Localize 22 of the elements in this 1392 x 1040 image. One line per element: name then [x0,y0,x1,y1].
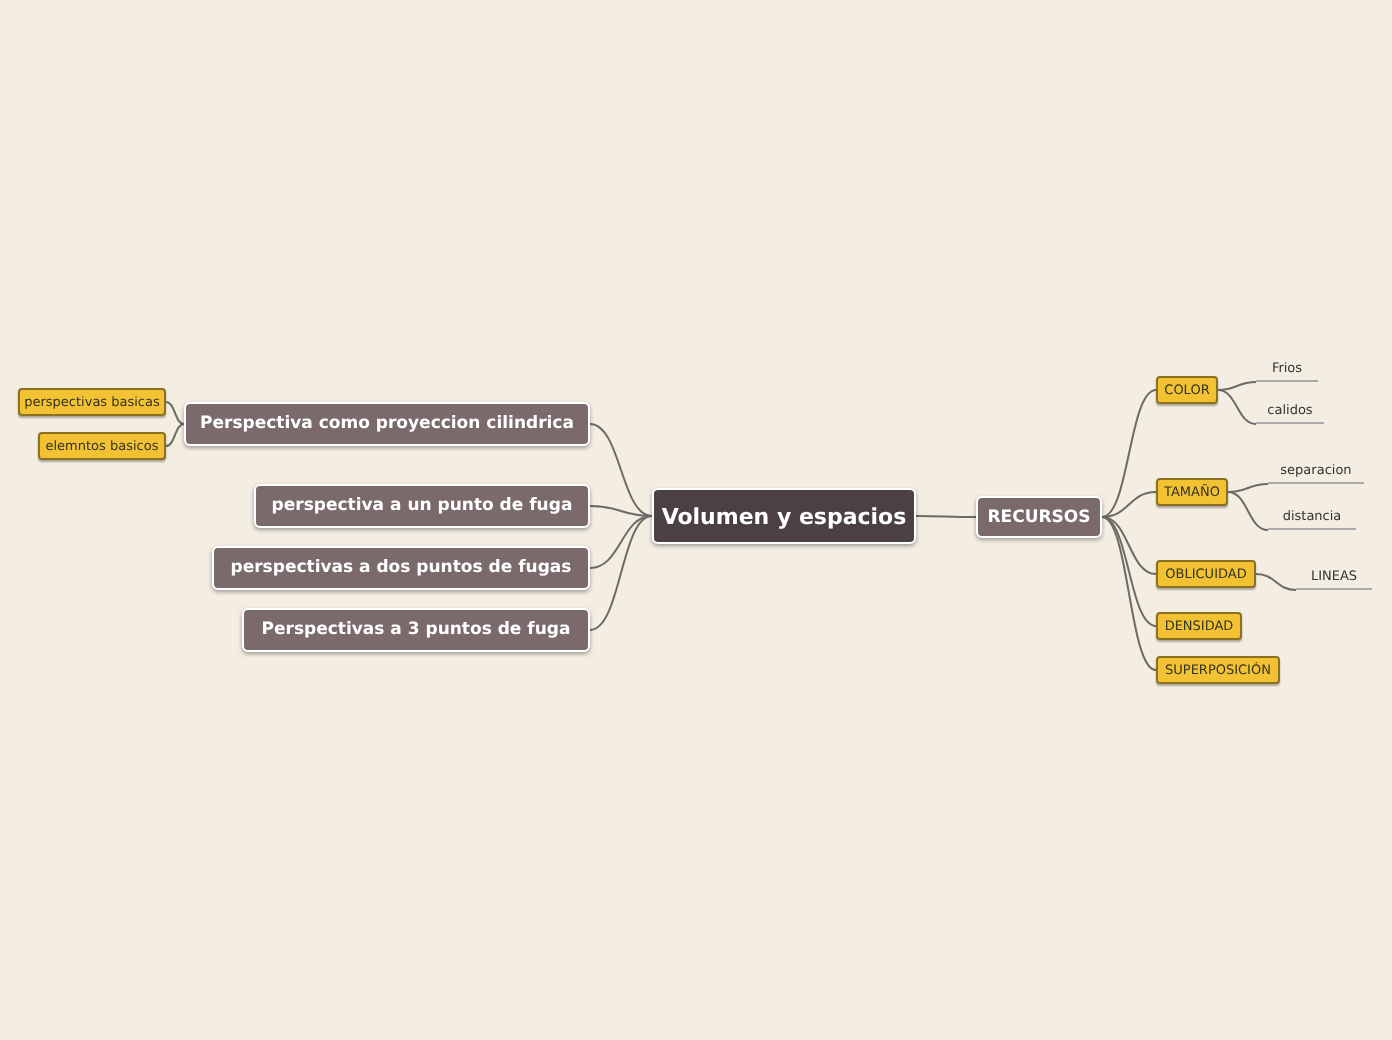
connector-line [1217,389,1257,425]
connector-line [165,423,185,447]
connector-line [1217,381,1257,391]
connector-line [1255,573,1297,591]
connector-line [589,423,653,517]
topic-box: RECURSOS [976,496,1102,538]
central-topic: Volumen y espacios [652,488,916,544]
topic-box: perspectiva a un punto de fuga [254,484,590,528]
connector-line [1101,516,1157,671]
connector-line [589,505,653,517]
connector-line [589,515,653,631]
connector-line [1227,491,1269,531]
connector-line [589,515,653,569]
connector-line [1101,491,1157,518]
connector-line [1101,389,1157,518]
connector-line [1101,516,1157,575]
connector-line [1227,483,1269,493]
connector-line [915,515,977,518]
topic-box: Perspectiva como proyeccion cilindrica [184,402,590,446]
topic-box: Perspectivas a 3 puntos de fuga [242,608,590,652]
connector-line [165,401,185,425]
topic-box: perspectivas a dos puntos de fugas [212,546,590,590]
